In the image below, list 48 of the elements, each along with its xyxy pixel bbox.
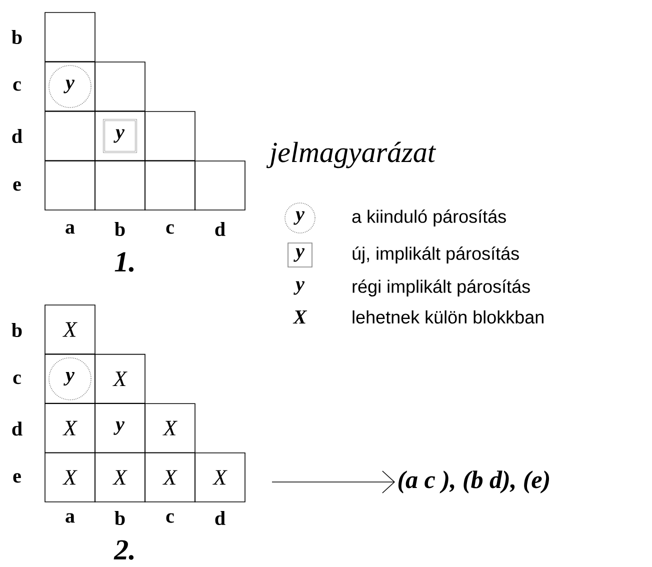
axis-label: b xyxy=(114,510,125,526)
grid-cell: X xyxy=(194,452,246,502)
result-text: (a c ), (b d), (e) xyxy=(398,470,549,494)
grid-cell xyxy=(94,160,146,210)
arrow xyxy=(272,470,395,494)
axis-label: c xyxy=(166,224,174,234)
axis-label: d xyxy=(215,510,226,526)
legend-symbol: y xyxy=(294,281,304,295)
grid-cell: y xyxy=(94,403,146,453)
circle-mark: y xyxy=(48,65,92,108)
grid-cell: X xyxy=(144,403,196,453)
axis-label: d xyxy=(12,422,22,436)
axis-label: c xyxy=(166,513,174,523)
grid-cell xyxy=(44,160,96,210)
grid-cell: X xyxy=(44,452,96,502)
legend-text: új, implikált párosítás xyxy=(352,246,519,264)
grid-cell xyxy=(194,160,246,210)
circle-mark: y xyxy=(48,357,92,400)
grid-cell xyxy=(44,12,96,62)
grid-cell: X xyxy=(94,354,146,404)
axis-label: d xyxy=(215,222,226,236)
grid-cell xyxy=(144,160,196,210)
axis-label: a xyxy=(66,513,75,523)
legend-text: régi implikált párosítás xyxy=(352,280,530,296)
grid-cell xyxy=(144,111,196,161)
axis-label: c xyxy=(13,374,21,384)
axis-label: c xyxy=(13,81,21,91)
figure-number: 2. xyxy=(114,540,134,560)
grid-cell xyxy=(44,111,96,161)
axis-label: b xyxy=(114,222,125,236)
axis-label: e xyxy=(13,181,21,191)
grid-cell xyxy=(94,62,146,112)
figure-number: 1. xyxy=(114,252,134,272)
axis-label: b xyxy=(12,30,22,44)
grid-cell: X xyxy=(44,403,96,453)
axis-label: b xyxy=(12,322,22,338)
legend-symbol: X xyxy=(292,310,308,324)
legend-title: jelmagyarázat xyxy=(266,142,436,168)
legend-text: a kiinduló párosítás xyxy=(352,210,506,226)
grid-cell xyxy=(94,111,146,161)
axis-label: d xyxy=(12,128,22,144)
grid-cell: X xyxy=(44,304,96,354)
square-mark: y xyxy=(103,119,137,153)
grid-cell: X xyxy=(144,452,196,502)
axis-label: e xyxy=(13,473,21,483)
axis-label: a xyxy=(66,224,75,234)
legend-text: lehetnek külön blokkban xyxy=(352,310,544,324)
grid-cell: X xyxy=(94,452,146,502)
